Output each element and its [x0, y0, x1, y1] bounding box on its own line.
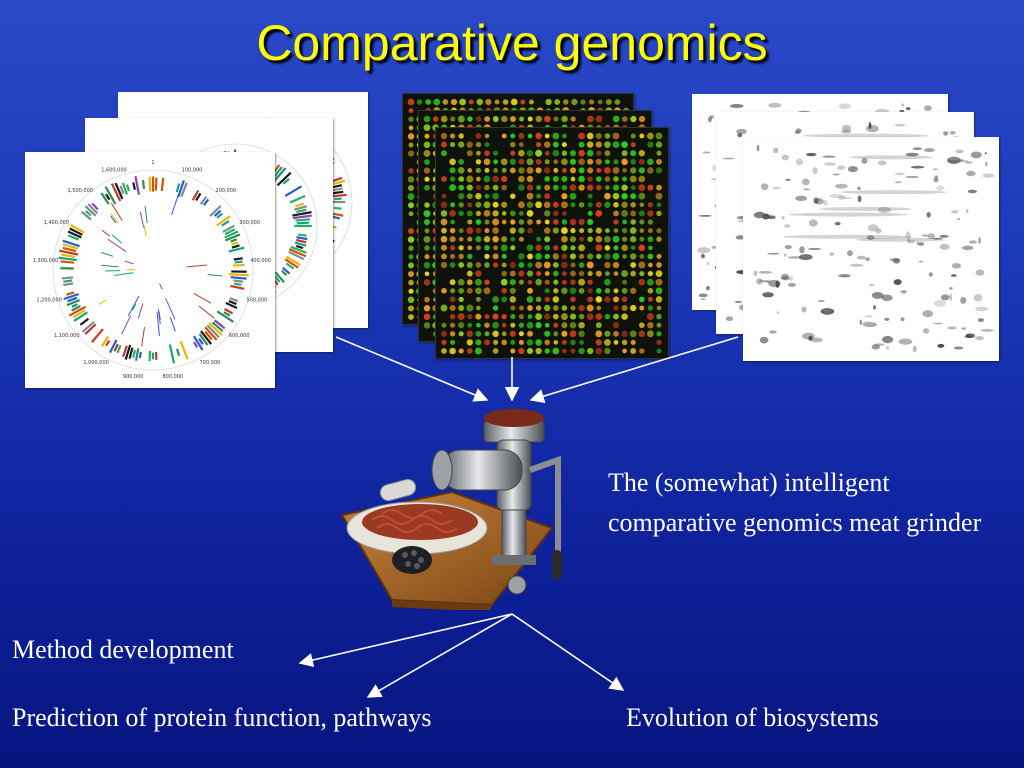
- arrow-to-prediction: [366, 613, 513, 698]
- genome-tick-label: 300,000: [239, 220, 260, 226]
- slide-title: Comparative genomics: [256, 15, 768, 71]
- genome-tick-label: 1,500,000: [68, 188, 93, 194]
- arrow-gels-to-grinder: [529, 336, 739, 404]
- genome-tick-label: 1: [151, 160, 154, 166]
- genome-tick-label: 500,000: [247, 298, 268, 304]
- microarray-front: [435, 127, 669, 359]
- genome-map-front: 1 100,000 200,000 300,000 400,000 500,000 600,…: [25, 152, 275, 388]
- meat-grinder-illustration: [340, 409, 562, 610]
- genome-tick-label: 1,400,000: [44, 220, 69, 226]
- genome-tick-label: 100,000: [182, 167, 203, 173]
- genome-tick-label: 1,200,000: [36, 298, 61, 304]
- genome-tick-label: 1,600,000: [101, 167, 126, 173]
- genome-tick-label: 200,000: [215, 188, 236, 194]
- output-method-development: Method development: [12, 635, 234, 664]
- genome-tick-label: 1,300,000: [33, 258, 58, 264]
- genome-tick-label: 600,000: [229, 333, 250, 339]
- output-protein-function: Prediction of protein function, pathways: [12, 703, 432, 732]
- arrow-genomes-to-grinder: [335, 336, 489, 402]
- genome-tick-label: 900,000: [123, 374, 144, 380]
- arrow-to-method: [298, 613, 513, 668]
- genome-tick-label: 1,100,000: [54, 333, 79, 339]
- protein-gel-front: [743, 137, 999, 361]
- output-evolution: Evolution of biosystems: [626, 703, 879, 732]
- arrow-to-evolution: [511, 613, 625, 691]
- genome-tick-label: 400,000: [250, 258, 271, 264]
- genome-tick-label: 700,000: [200, 360, 221, 366]
- genome-tick-label: 800,000: [163, 374, 184, 380]
- genome-tick-label: 1,000,000: [83, 360, 108, 366]
- grinder-caption: The (somewhat) intelligent comparative g…: [608, 468, 982, 537]
